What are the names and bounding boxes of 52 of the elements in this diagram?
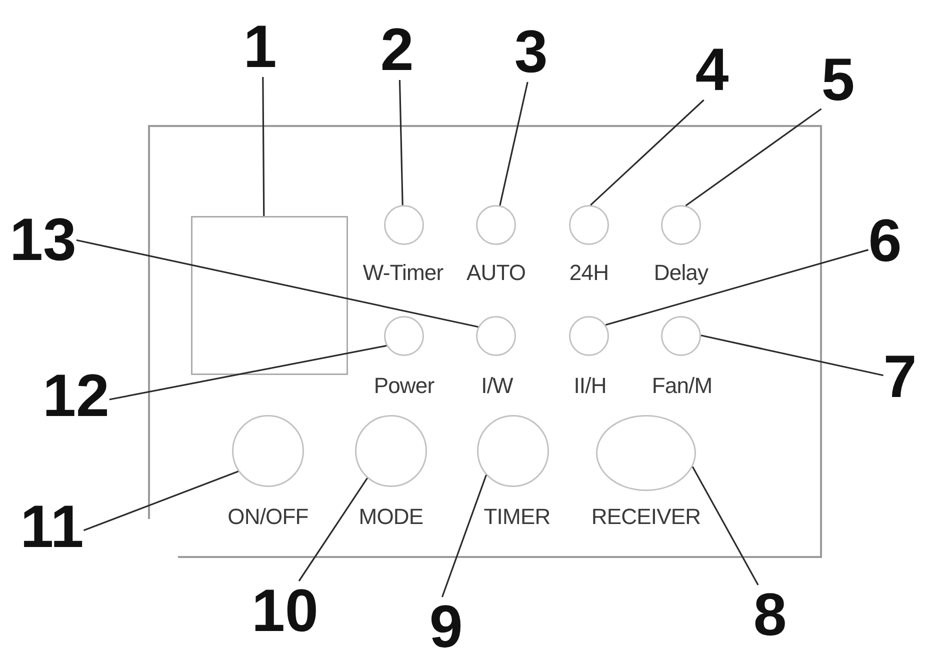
indicator-label: Delay: [654, 262, 708, 284]
indicator-light: [476, 316, 516, 356]
indicator-light: [661, 205, 701, 245]
indicator-light: [569, 205, 609, 245]
receiver-window: [596, 415, 696, 491]
leader-line: [685, 108, 822, 206]
callout-number: 9: [429, 597, 463, 657]
control-panel: [148, 125, 822, 558]
indicator-label: W-Timer: [362, 262, 444, 284]
round-button: [232, 415, 304, 487]
leader-line: [262, 77, 265, 216]
indicator-label: Power: [374, 375, 434, 397]
leader-line: [499, 82, 528, 206]
control-label: ON/OFF: [228, 506, 308, 528]
control-label: RECEIVER: [591, 506, 701, 528]
control-label: MODE: [358, 506, 424, 528]
callout-number: 6: [868, 211, 902, 271]
indicator-label: II/H: [574, 375, 606, 397]
indicator-light: [384, 205, 424, 245]
leader-line: [605, 249, 869, 326]
leader-line: [441, 474, 487, 598]
display-window: [191, 216, 348, 375]
leader-line: [83, 470, 239, 532]
indicator-light: [661, 316, 701, 356]
callout-number: 3: [514, 22, 548, 82]
indicator-light: [384, 316, 424, 356]
round-button: [477, 415, 549, 487]
round-button: [355, 415, 427, 487]
callout-number: 4: [695, 40, 729, 100]
leader-line: [398, 80, 404, 206]
indicator-light: [569, 316, 609, 356]
leader-line: [76, 239, 478, 328]
callout-number: 13: [10, 210, 76, 270]
callout-number: 12: [42, 366, 110, 426]
callout-number: 5: [821, 50, 855, 110]
indicator-label: I/W: [481, 375, 513, 397]
indicator-label: 24H: [569, 262, 609, 284]
leader-line: [700, 334, 884, 376]
leader-line: [590, 99, 704, 206]
indicator-label: AUTO: [466, 262, 526, 284]
control-label: TIMER: [484, 506, 550, 528]
indicator-light: [476, 205, 516, 245]
callout-number: 8: [753, 585, 787, 645]
callout-number: 1: [243, 17, 277, 77]
leader-line: [109, 344, 387, 400]
callout-number: 7: [883, 347, 917, 407]
leader-line: [692, 466, 759, 586]
leader-line: [298, 478, 368, 582]
callout-number: 10: [252, 581, 318, 641]
indicator-label: Fan/M: [652, 375, 712, 397]
callout-number: 2: [380, 20, 414, 80]
callout-number: 11: [20, 497, 84, 557]
